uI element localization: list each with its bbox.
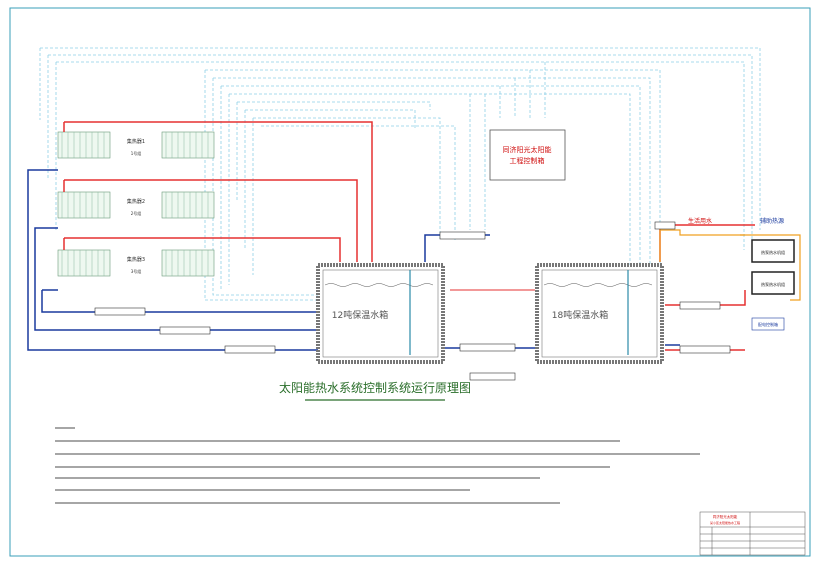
heat-unit-label: 热泵热水机组 xyxy=(761,281,785,287)
collector-label: 集热器3 xyxy=(127,256,145,263)
controller-label-1: 同济阳光太阳能 xyxy=(503,145,552,154)
collector-array-2: 集热器2 2号组 xyxy=(57,191,215,219)
tank-left-label: 12吨保温水箱 xyxy=(332,309,388,321)
collector-sublabel: 3号组 xyxy=(131,268,142,274)
control-box xyxy=(751,317,785,331)
collector-sublabel: 2号组 xyxy=(131,210,142,216)
controller-box xyxy=(489,129,566,181)
diagram-title: 太阳能热水系统控制系统运行原理图 xyxy=(279,380,471,395)
heat-pump-unit-1: 热泵热水机组 xyxy=(751,239,795,263)
heater-label: 辅助热源 xyxy=(760,217,784,225)
heat-pump-unit-2: 热泵热水机组 xyxy=(751,271,795,295)
collector-array-1: 集热器1 1号组 xyxy=(57,131,215,159)
title-block-company: 同济阳光太阳能 xyxy=(713,514,738,519)
title-block xyxy=(699,511,806,556)
tank-right-label: 18吨保温水箱 xyxy=(552,309,608,321)
title-block-project: 某小区太阳能热水工程 xyxy=(710,520,740,525)
sheet-border xyxy=(9,7,811,557)
supply-label: 生活用水 xyxy=(688,217,712,225)
valve-groups xyxy=(94,221,731,381)
control-box-label: 配电控制箱 xyxy=(758,321,778,327)
notes-block xyxy=(55,427,700,504)
collector-sublabel: 1号组 xyxy=(131,150,142,156)
collector-array-3: 集热器3 3号组 xyxy=(57,249,215,277)
controller-label-2: 工程控制箱 xyxy=(510,156,545,165)
heater-pipes xyxy=(659,229,801,301)
collector-label: 集热器2 xyxy=(127,198,145,205)
heat-unit-label: 热泵热水机组 xyxy=(761,249,785,255)
collector-label: 集热器1 xyxy=(127,138,145,145)
tank-left: 12吨保温水箱 xyxy=(316,263,445,364)
tank-right: 18吨保温水箱 xyxy=(535,263,664,364)
